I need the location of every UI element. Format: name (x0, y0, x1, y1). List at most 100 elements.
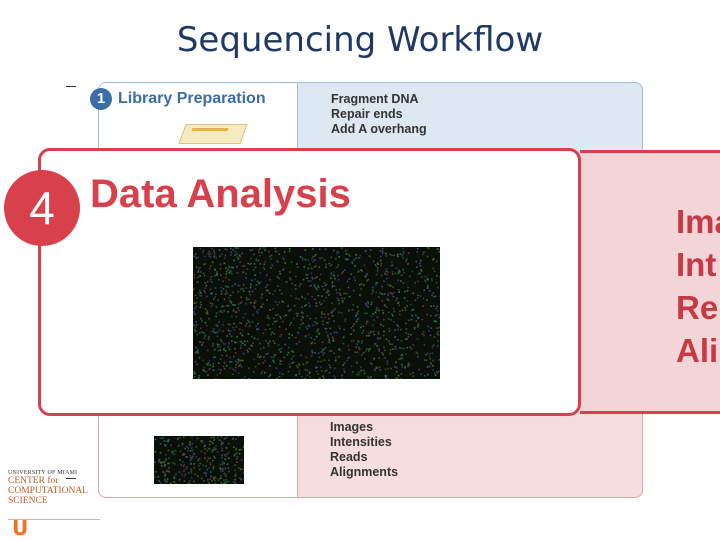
noise-dot (202, 251, 204, 254)
logo-university-text: UNIVERSITY OF MIAMI (8, 470, 78, 476)
noise-dots-large (193, 247, 442, 381)
noise-dot (199, 267, 201, 269)
noise-dot (401, 309, 404, 312)
noise-dot (229, 300, 232, 302)
noise-dot (204, 457, 206, 460)
noise-dot (208, 467, 210, 469)
noise-dot (210, 281, 213, 283)
zoom-item: Re (676, 289, 719, 326)
noise-dot (270, 333, 272, 336)
noise-dot (212, 363, 214, 365)
noise-dot (391, 270, 394, 273)
noise-dot (247, 262, 249, 265)
noise-dot (175, 473, 177, 476)
noise-dot (336, 266, 339, 269)
noise-dot (203, 370, 206, 372)
noise-dot (164, 481, 167, 483)
noise-dot (191, 449, 194, 452)
noise-dot (233, 329, 236, 331)
noise-dot (154, 476, 156, 479)
noise-dot (371, 301, 373, 304)
noise-dot (266, 299, 268, 301)
noise-dot (177, 437, 179, 440)
noise-dot (386, 362, 389, 365)
noise-dot (409, 346, 411, 348)
step4-item: Reads (330, 450, 368, 464)
noise-dot (423, 289, 425, 291)
noise-dot (368, 348, 370, 351)
noise-dot (412, 308, 415, 311)
noise-dot (263, 268, 266, 270)
noise-dot (168, 466, 170, 469)
noise-dot (359, 284, 361, 286)
noise-dot (298, 372, 301, 375)
noise-dot (268, 341, 271, 343)
noise-dot (234, 247, 236, 249)
noise-dot (180, 464, 182, 466)
noise-dot (228, 348, 231, 351)
noise-dot (221, 456, 223, 459)
noise-dot (387, 318, 390, 320)
noise-dot (369, 348, 371, 350)
noise-dot (228, 266, 231, 268)
noise-dot (402, 282, 405, 284)
noise-dot (277, 260, 279, 263)
noise-dot (205, 324, 208, 327)
noise-dot (257, 355, 259, 358)
noise-dot (400, 372, 403, 375)
noise-dot (291, 350, 293, 352)
noise-dot (328, 290, 330, 293)
noise-dot (417, 280, 419, 283)
noise-dot (387, 341, 390, 343)
noise-dot (263, 263, 265, 265)
noise-dot (308, 325, 310, 328)
noise-dot (388, 330, 391, 332)
noise-dot (264, 328, 267, 331)
noise-dot (362, 284, 365, 286)
noise-dot (272, 317, 275, 319)
noise-dot (395, 348, 397, 350)
noise-dot (427, 284, 429, 287)
noise-dot (378, 357, 380, 359)
noise-dot (314, 351, 317, 354)
noise-dot (417, 294, 419, 297)
noise-dot (295, 343, 298, 345)
noise-dot (229, 367, 232, 369)
noise-dot (436, 305, 438, 308)
noise-dot (253, 358, 255, 361)
noise-dot (170, 482, 172, 484)
noise-dot (244, 344, 246, 346)
step1-number: 1 (90, 88, 112, 110)
noise-dot (201, 477, 203, 480)
noise-dot (231, 291, 234, 294)
noise-dot (412, 375, 414, 377)
noise-dot (195, 346, 197, 349)
noise-dot (350, 273, 353, 275)
noise-dot (219, 467, 221, 469)
noise-dot (230, 247, 232, 250)
noise-dot (394, 366, 396, 368)
noise-dot (272, 340, 275, 342)
noise-dot (215, 445, 217, 447)
noise-dot (246, 268, 249, 271)
noise-dot (234, 475, 236, 477)
noise-dot (223, 309, 226, 312)
noise-dot (310, 337, 313, 339)
noise-dot (234, 341, 236, 344)
noise-dot (190, 462, 192, 465)
noise-dot (427, 247, 430, 249)
noise-dot (264, 249, 266, 251)
noise-dot (187, 447, 190, 449)
noise-dot (298, 363, 300, 365)
noise-dot (384, 272, 386, 275)
noise-dot (377, 267, 379, 269)
noise-dot (194, 330, 197, 333)
noise-dot (235, 341, 238, 344)
step1-item: Add A overhang (331, 122, 427, 136)
noise-dot (261, 251, 263, 254)
noise-dot (361, 332, 364, 334)
noise-dot (324, 328, 327, 330)
noise-dot (218, 344, 220, 346)
noise-dot (165, 454, 167, 456)
noise-dot (233, 355, 235, 358)
